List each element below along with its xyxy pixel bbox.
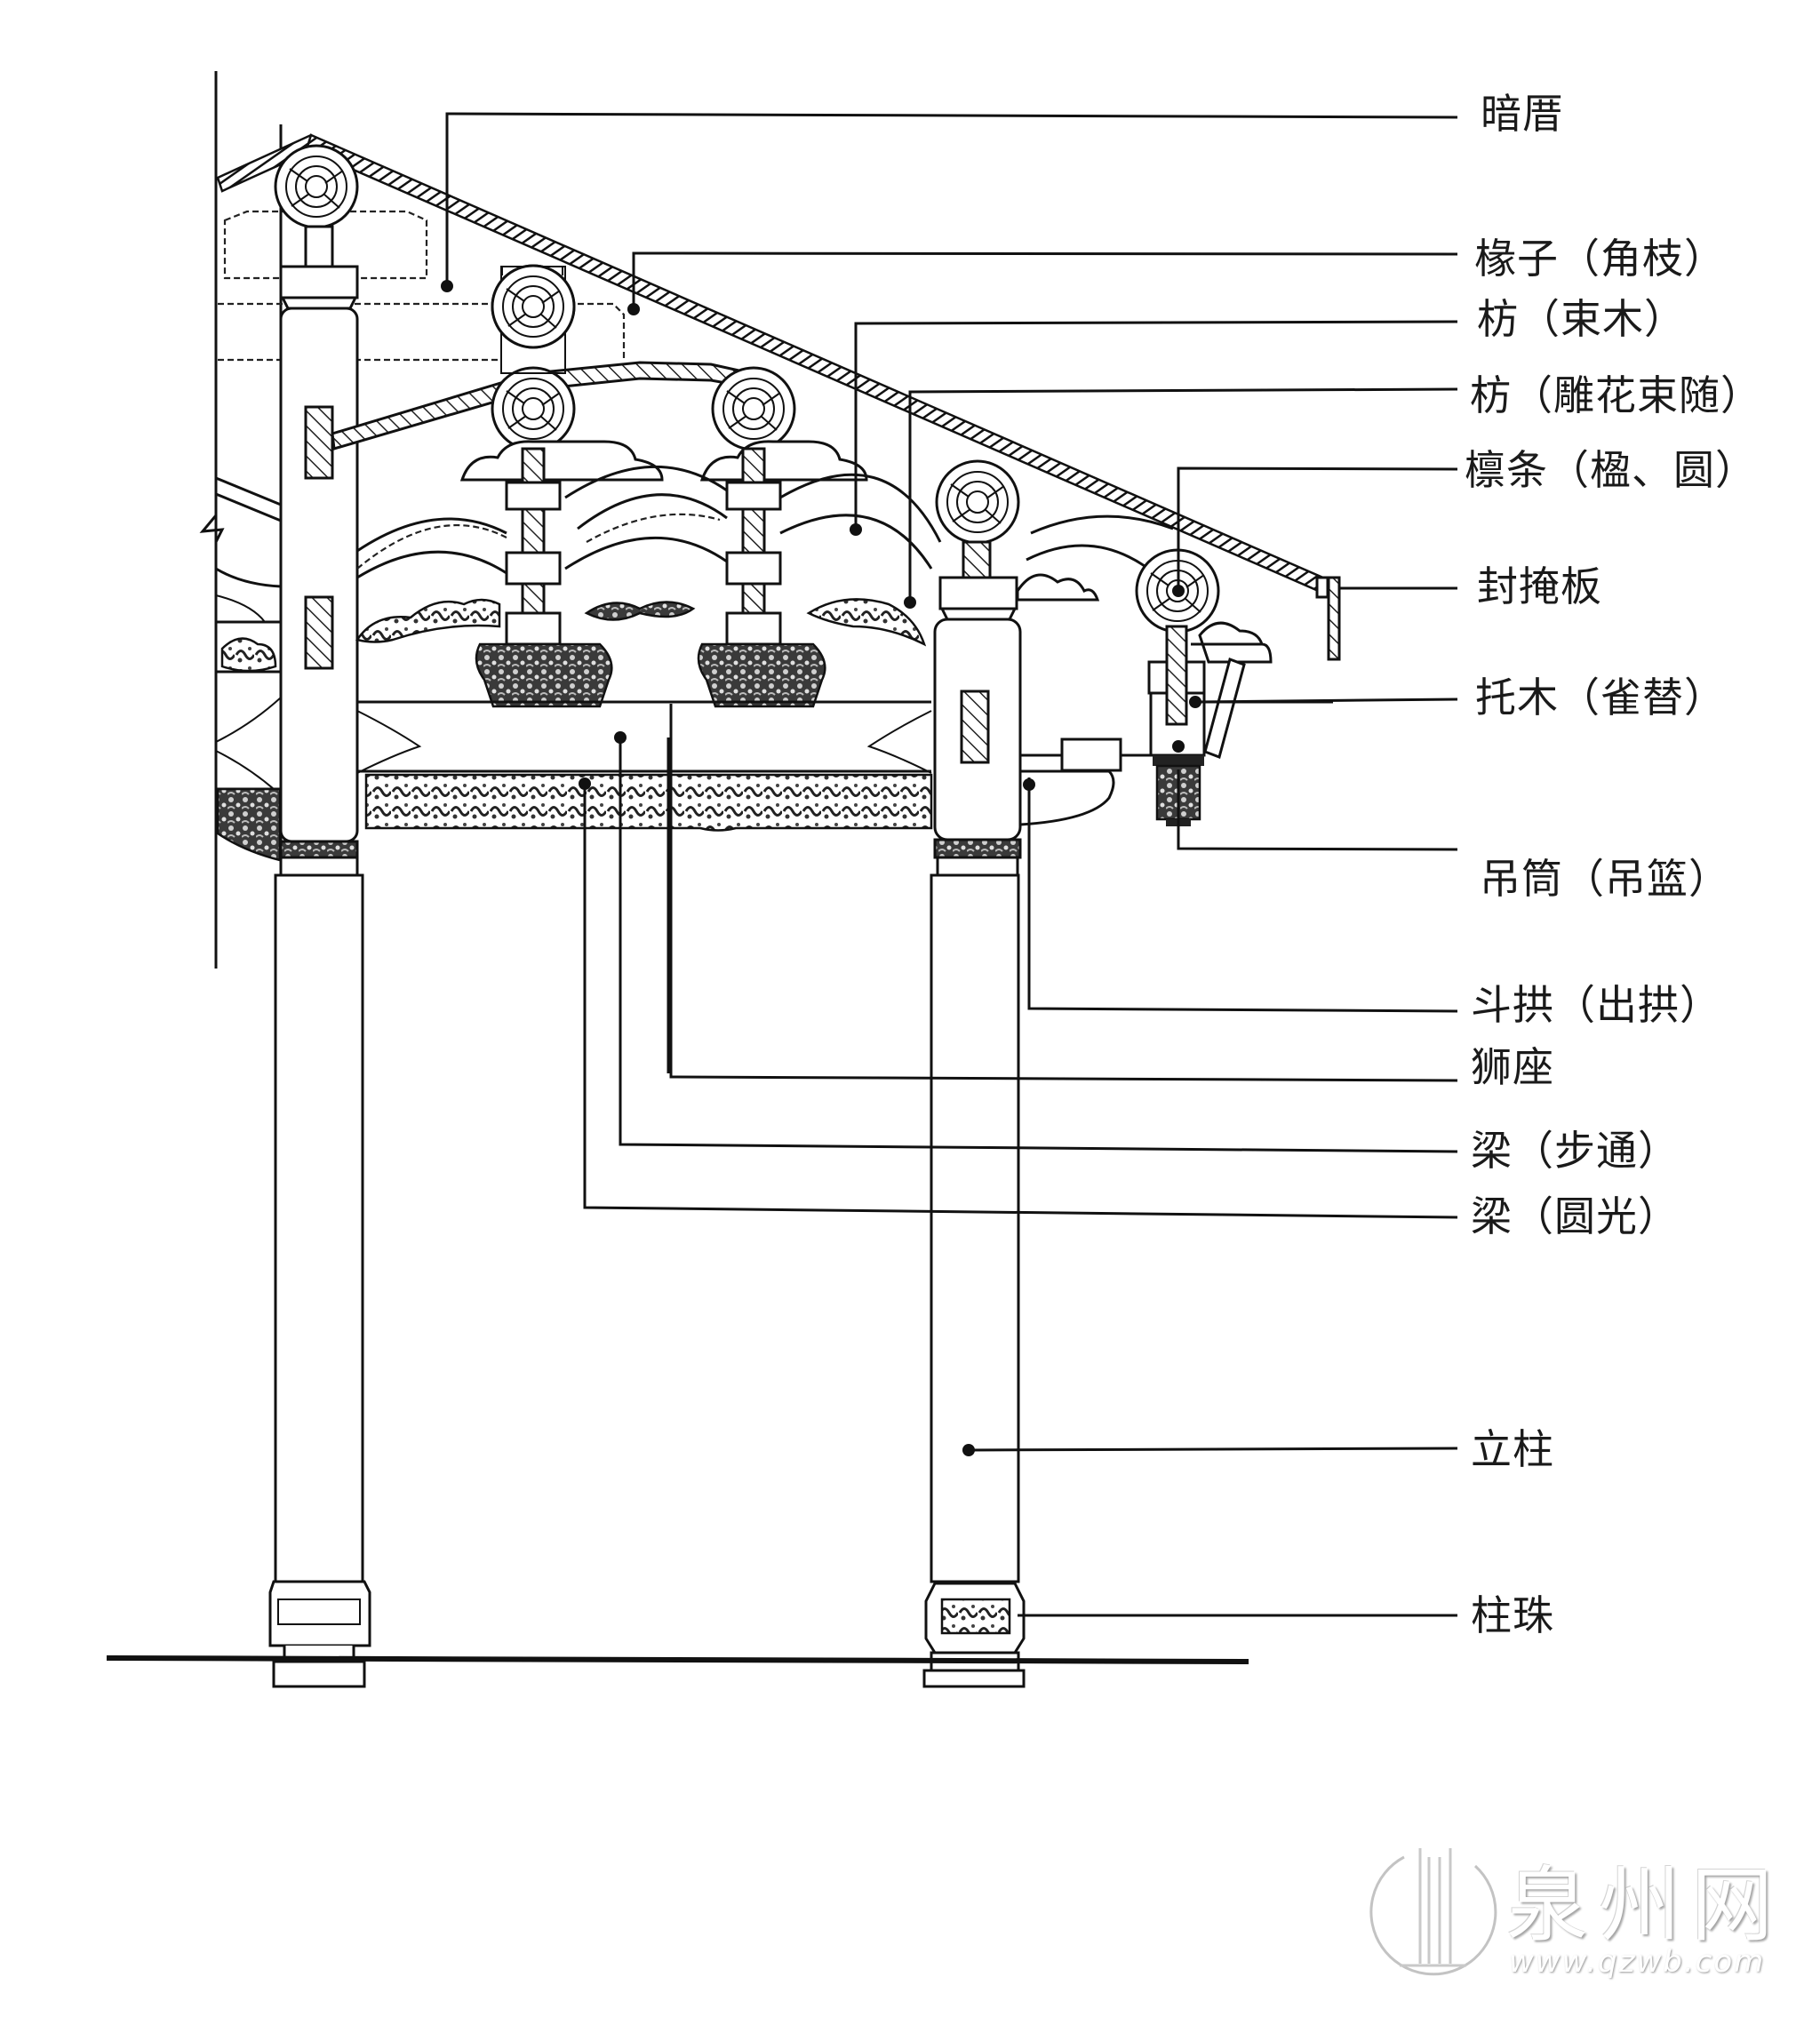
label-an-mei: 暗厝 (1481, 90, 1564, 138)
label-fang-diao-hua: 枋（雕花束随） (1470, 371, 1762, 419)
watermark-url: www.qzwb.com (1509, 1944, 1766, 1980)
carved-beam-yuanguang (364, 773, 933, 832)
eave-assembly (1135, 548, 1333, 826)
left-wall-section (199, 71, 283, 969)
label-lin-tiao: 檩条（楹、圆） (1465, 446, 1757, 494)
label-liang-yuan-guang: 梁（圆光） (1471, 1192, 1680, 1240)
roof-slope (216, 133, 1341, 661)
label-diao-tong: 吊筒（吊篮） (1480, 855, 1730, 903)
watermark-logo: 泉州网 www.qzwb.com (1351, 1830, 1813, 2008)
carved-tie-beam (355, 598, 927, 647)
cloud-bracket (1016, 573, 1100, 602)
left-column (268, 144, 371, 1688)
label-zhu-zhu: 柱珠 (1471, 1591, 1554, 1639)
upper-purlin (491, 264, 576, 349)
watermark-name: 泉州网 (1506, 1858, 1784, 1953)
arched-braces (356, 465, 1174, 579)
watermark-emblem-icon (1369, 1848, 1497, 1976)
label-feng-yan-ban: 封掩板 (1477, 562, 1602, 610)
dougong-bracket (1019, 737, 1151, 826)
label-li-zhu: 立柱 (1471, 1425, 1554, 1473)
label-tuo-mu: 托木（雀替） (1475, 674, 1726, 722)
label-shi-zuo: 狮座 (1471, 1043, 1554, 1091)
label-chuan-zi: 椽子（角枝） (1475, 235, 1726, 283)
main-beam-butong (356, 700, 932, 774)
queen-post-left (459, 264, 664, 708)
ground-line (106, 1655, 1249, 1664)
right-column (922, 459, 1026, 1688)
queen-post-right (697, 366, 868, 708)
label-liang-bu-tong: 梁（步通） (1471, 1127, 1680, 1175)
label-dou-gong: 斗拱（出拱） (1471, 981, 1721, 1029)
label-fang-shu-mu: 枋（束木） (1477, 295, 1686, 343)
leader-lines (441, 112, 1458, 1617)
